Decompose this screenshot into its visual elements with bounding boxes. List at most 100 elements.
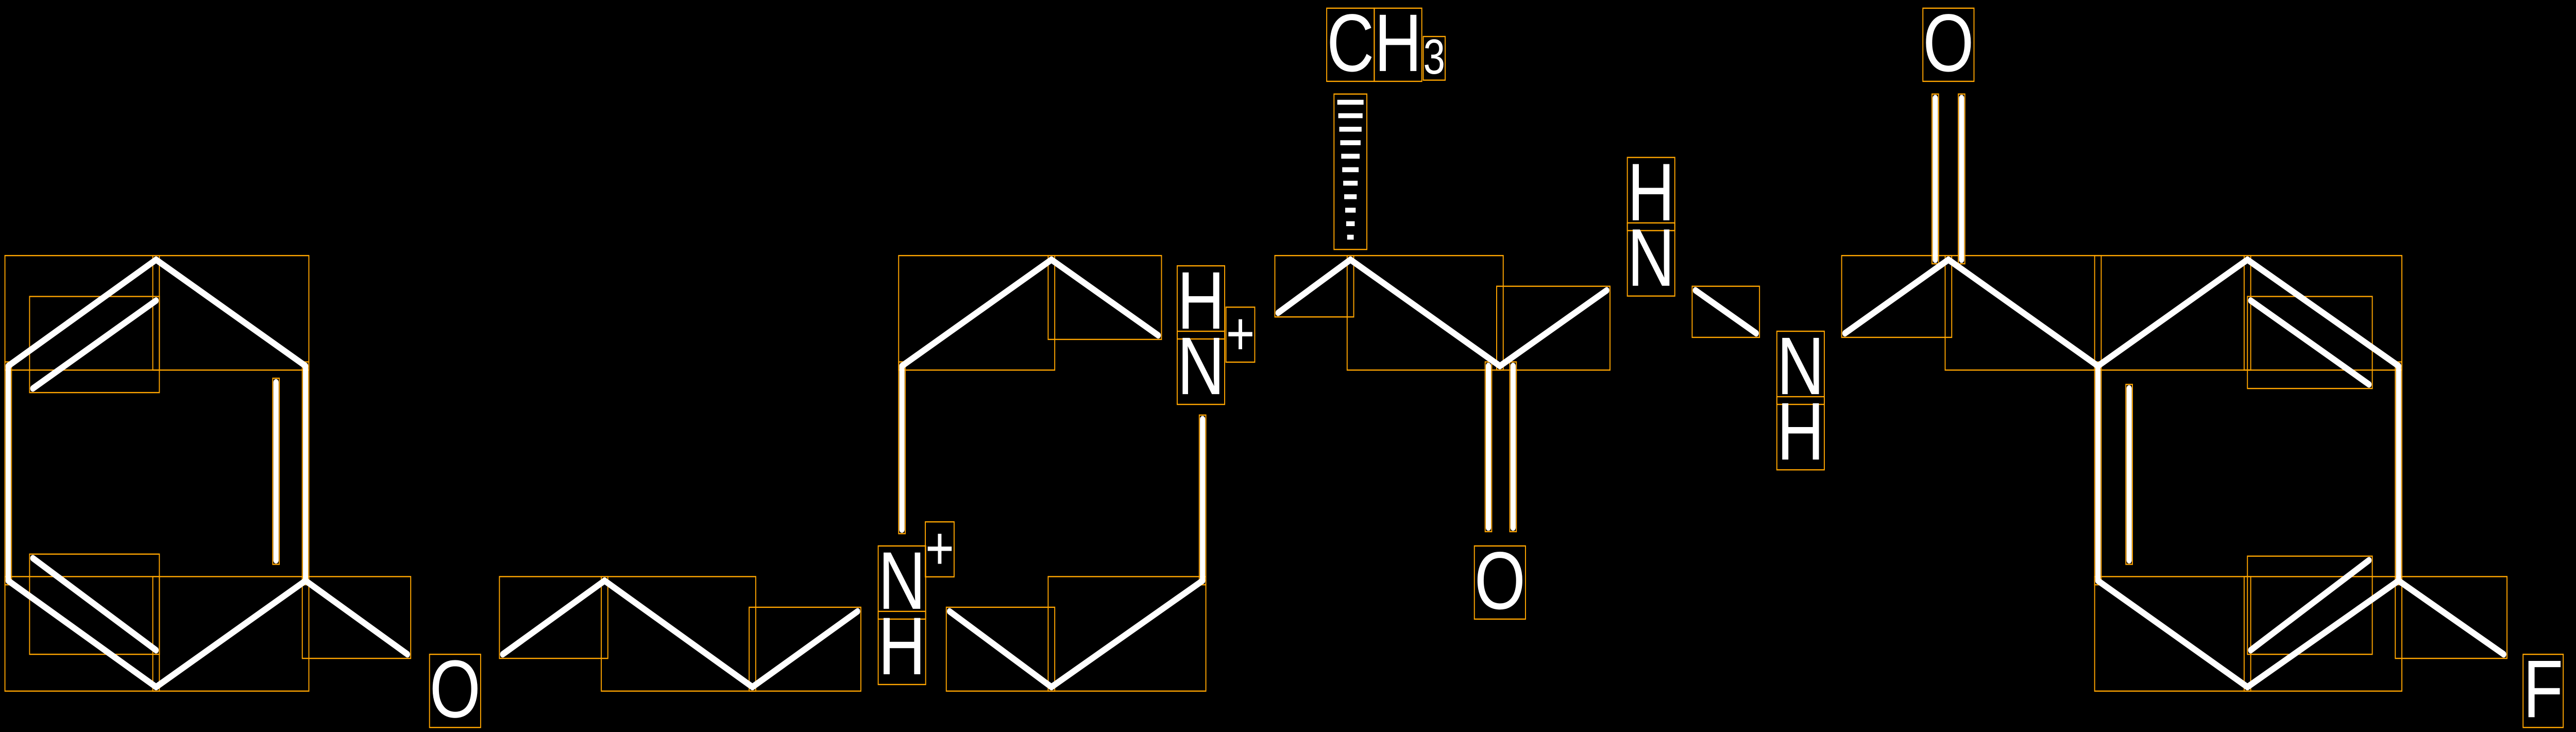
label-bounding-box: [1176, 330, 1226, 405]
bond-bounding-box: [2094, 254, 2251, 371]
atom-methyl-hydrogen: H: [1375, 0, 1422, 89]
bond-bounding-box: [898, 254, 1056, 371]
methyl-subscript: 3: [1423, 30, 1446, 84]
bond-bounding-box: [1958, 93, 1965, 265]
bond-line: [602, 577, 755, 691]
bond-line: [1945, 256, 2101, 369]
atom-piperazine-h2: H: [1177, 255, 1225, 347]
bond-bounding-box: [1198, 414, 1207, 586]
bond-bounding-box: [2243, 576, 2402, 692]
label-bounding-box: [1922, 7, 1975, 82]
label-bounding-box: [1225, 307, 1256, 363]
bonds: [5, 95, 2506, 691]
atom-ether-oxygen: O: [430, 643, 481, 732]
atom-fluorine: F: [2523, 643, 2563, 732]
bond-bounding-box: [29, 553, 160, 655]
bond-bounding-box: [2247, 296, 2373, 389]
bond-bounding-box: [749, 606, 861, 692]
bond-bounding-box: [1496, 285, 1611, 371]
bond-line: [500, 577, 607, 658]
bond-bounding-box: [1944, 254, 2102, 371]
bond-line: [5, 577, 159, 691]
bond-bounding-box: [1691, 285, 1760, 338]
bond-line: [2248, 297, 2372, 388]
bond-bounding-box: [2243, 254, 2402, 371]
bond-bounding-box: [152, 254, 310, 371]
atom-labels: O N H + H N + C H 3 O H N N H O F: [430, 0, 2563, 732]
bond-line: [947, 608, 1054, 691]
atom-methyl-carbon: C: [1327, 0, 1374, 89]
bond-line: [303, 577, 410, 658]
bond-line: [1348, 256, 1503, 369]
bond-line: [2095, 577, 2250, 691]
atom-piperazine-h1: H: [878, 601, 926, 692]
bond-bounding-box: [152, 576, 310, 692]
bond-line: [899, 256, 1054, 369]
bond-bounding-box: [1931, 93, 1939, 265]
bond-bounding-box: [1047, 254, 1162, 341]
bond-bounding-box: [1274, 254, 1354, 318]
bond-bounding-box: [2094, 576, 2251, 692]
bond-bounding-box: [1509, 361, 1517, 533]
bond-bounding-box: [29, 296, 160, 394]
bounding-boxes: [4, 7, 2564, 728]
label-bounding-box: [877, 545, 926, 620]
bond-line: [2248, 557, 2372, 654]
bond-bounding-box: [2247, 555, 2373, 655]
atom-hydrazide-n2: N: [1777, 320, 1824, 412]
bond-line: [30, 555, 159, 654]
label-bounding-box: [1176, 265, 1226, 340]
bond-line: [1275, 256, 1353, 316]
bond-bounding-box: [1484, 361, 1493, 533]
bond-bounding-box: [898, 361, 906, 535]
atom-hydrazide-h1: H: [1628, 146, 1675, 238]
bond-line: [2245, 577, 2401, 691]
bond-bounding-box: [2395, 361, 2402, 586]
bond-line: [2245, 256, 2401, 369]
bond-line: [1048, 577, 1206, 691]
bond-bounding-box: [945, 606, 1056, 692]
bond-line: [153, 256, 309, 369]
label-bounding-box: [1776, 396, 1825, 471]
bond-line: [1048, 256, 1161, 339]
bond-line: [1842, 256, 1951, 337]
label-bounding-box: [1776, 330, 1825, 405]
bond-bounding-box: [1047, 576, 1207, 692]
bond-line: [2095, 256, 2250, 369]
bond-line: [2396, 577, 2506, 658]
label-bounding-box: [2522, 654, 2564, 728]
charge-plus-2: +: [1226, 299, 1255, 367]
label-bounding-box: [1374, 7, 1422, 82]
charge-plus-1: +: [925, 514, 954, 582]
bond-bounding-box: [2125, 384, 2133, 565]
atom-hydrazide-n1: N: [1628, 212, 1675, 303]
atom-hydrazide-h2: H: [1777, 386, 1824, 478]
bond-line: [153, 577, 309, 691]
label-bounding-box: [877, 610, 926, 686]
bond-bounding-box: [601, 576, 756, 692]
atom-piperazine-n1: N: [878, 535, 926, 627]
bond-bounding-box: [301, 576, 412, 659]
label-bounding-box: [429, 654, 481, 728]
bond-bounding-box: [1841, 254, 1953, 338]
bond-line: [750, 608, 860, 691]
bond-bounding-box: [499, 576, 608, 659]
label-bounding-box: [925, 521, 955, 577]
bond-line: [1497, 287, 1609, 369]
label-bounding-box: [1626, 222, 1675, 297]
bond-bounding-box: [301, 361, 310, 586]
atom-piperazine-n2: N: [1177, 320, 1225, 412]
bond-line: [1692, 287, 1759, 337]
bond-line: [30, 297, 159, 392]
bond-bounding-box: [272, 378, 280, 565]
bond-bounding-box: [2094, 361, 2102, 586]
bond-line: [5, 256, 159, 369]
atom-amide-oxygen-1: O: [1475, 535, 1526, 627]
bond-bounding-box: [1346, 254, 1504, 371]
wedge-bounding-box: [1333, 93, 1368, 250]
bond-bounding-box: [2395, 576, 2508, 659]
label-bounding-box: [1422, 36, 1446, 81]
label-bounding-box: [1473, 545, 1526, 620]
bond-bounding-box: [4, 361, 12, 586]
